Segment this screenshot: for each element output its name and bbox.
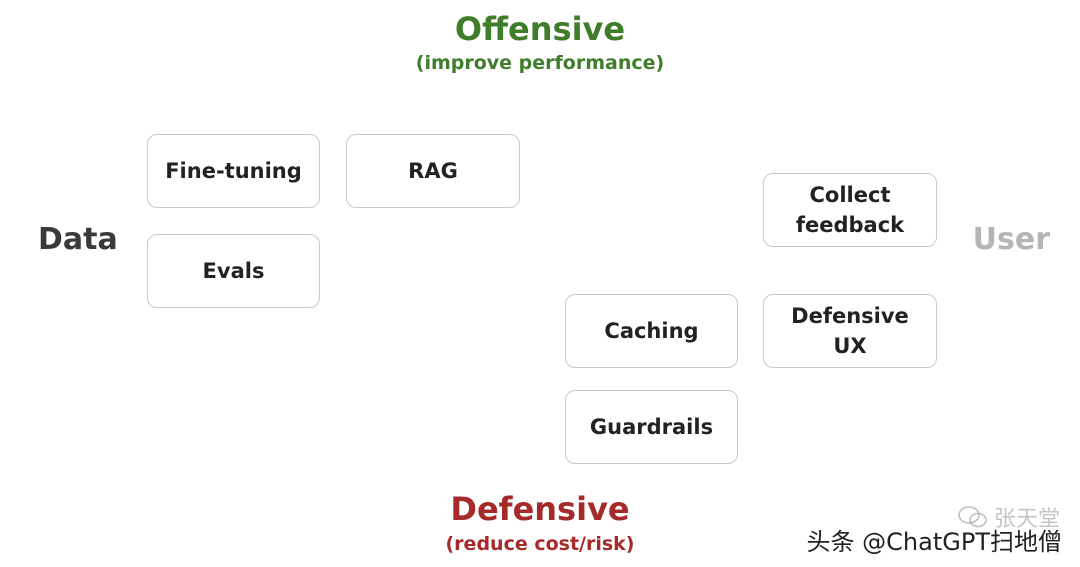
defensive-title: Defensive xyxy=(450,490,630,528)
watermark-text: 头条 @ChatGPT扫地僧 xyxy=(806,528,1062,556)
wechat-icon xyxy=(958,506,988,528)
guardrails-label: Guardrails xyxy=(589,414,714,439)
watermark: 头条 @ChatGPT扫地僧 xyxy=(807,522,1062,557)
watermark-overlay-text: 张天堂 xyxy=(993,507,1060,532)
rag-box: RAG xyxy=(346,134,520,208)
guardrails-box: Guardrails xyxy=(565,390,738,464)
collect-feedback-label-line2: feedback xyxy=(795,213,905,237)
offensive-subtitle: (improve performance) xyxy=(415,52,665,74)
data-axis-label: Data xyxy=(38,222,118,257)
watermark-overlay: 张天堂 xyxy=(958,501,1060,533)
evals-label: Evals xyxy=(202,258,265,283)
collect-feedback-box: Collect feedback xyxy=(763,173,937,247)
caching-box: Caching xyxy=(565,294,738,368)
rag-label: RAG xyxy=(408,158,458,183)
collect-feedback-label-line1: Collect xyxy=(809,182,891,207)
caching-label: Caching xyxy=(604,318,699,343)
defensive-ux-label-line1: Defensive xyxy=(791,303,909,328)
fine-tuning-box: Fine-tuning xyxy=(147,134,320,208)
fine-tuning-label: Fine-tuning xyxy=(165,158,302,183)
evals-box: Evals xyxy=(147,234,320,308)
defensive-ux-label-line2: UX xyxy=(833,334,867,358)
user-axis-label: User xyxy=(972,222,1050,257)
defensive-subtitle: (reduce cost/risk) xyxy=(445,533,635,555)
offensive-title: Offensive xyxy=(454,10,626,48)
defensive-ux-box: Defensive UX xyxy=(763,294,937,368)
